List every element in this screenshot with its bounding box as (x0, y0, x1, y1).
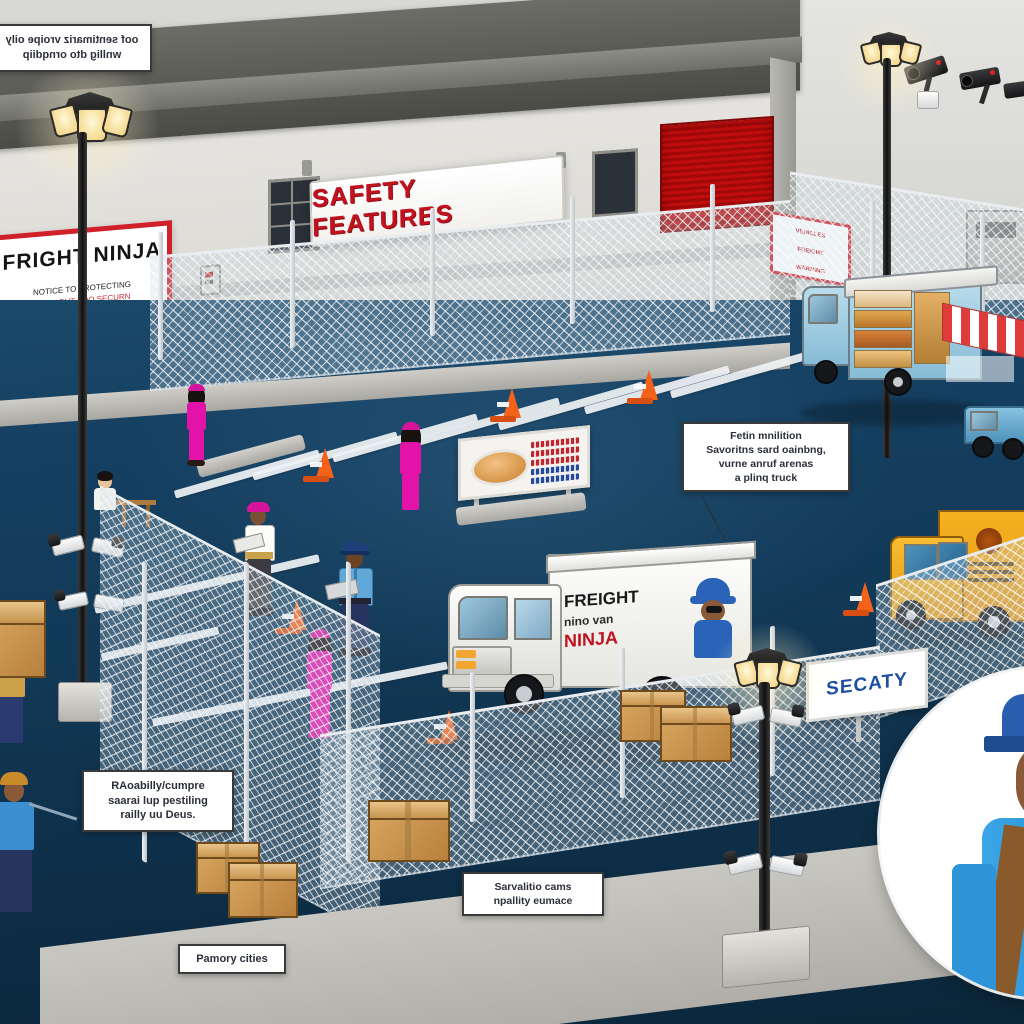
security-sign-post (856, 706, 861, 742)
fence-post (158, 231, 163, 361)
billboard-leg (474, 486, 479, 514)
callout-bottom-middle: Sarvalitio cams npallity eumace (462, 872, 604, 916)
callout-left-lower: RAoabilly/cumpre saarai lup pestiling ra… (82, 770, 234, 832)
callout-bottom-left-line-1: Pamory cities (196, 952, 268, 965)
callout-top-left-line-2: wnllig dto ornqdiip (22, 49, 122, 61)
warehouse-window-2 (592, 148, 638, 218)
food-truck (786, 265, 1024, 412)
billboard-food-photo (471, 446, 529, 489)
security-camera-3 (1003, 78, 1024, 118)
security-camera-2 (958, 62, 1018, 117)
sign-bracket-left (302, 160, 312, 176)
person-worker-bottom-left (0, 770, 78, 940)
callout-right-upper-line-2: Savoritns sard oainbng, (706, 443, 826, 456)
guard-cap-icon (1002, 694, 1024, 746)
officer-cap (342, 542, 368, 553)
callout-left-lower-line-1: RAoabilly/cumpre (111, 779, 205, 792)
blue-pickup-truck (964, 400, 1024, 470)
person-magenta-1 (182, 384, 212, 468)
cardboard-box (228, 862, 298, 918)
cardboard-box (620, 690, 686, 742)
fence-post (244, 560, 249, 864)
callout-left-lower-line-2: saarai lup pestiling (108, 794, 208, 807)
fence-post (570, 195, 575, 325)
callout-top-left: oof sentimariz vroipe oily wnllig dto or… (0, 24, 152, 72)
cardboard-box (0, 600, 46, 678)
lamp-base-foreground (722, 925, 810, 989)
fence-post (470, 671, 475, 823)
callout-bottom-left: Pamory cities (178, 944, 286, 974)
callout-left-lower-line-3: railly uu Deus. (120, 809, 196, 822)
fence-post (710, 183, 715, 313)
lamp-pole-foreground (759, 682, 770, 944)
callout-top-left-line-1: oof sentimariz vroipe oily (5, 34, 139, 47)
lamp-mounted-cameras-foreground (726, 700, 806, 736)
cardboard-box (368, 800, 450, 862)
fence-post (430, 207, 435, 337)
callout-right-upper-line-1: Fetin mnilition (730, 429, 802, 442)
billboard-text-lines (531, 437, 579, 487)
callout-right-upper-line-3: vurne anruf arenas (718, 458, 814, 470)
fence-post (290, 219, 295, 349)
person-magenta-2 (395, 422, 427, 515)
lamp-mounted-cameras-foreground-lower (722, 848, 809, 884)
security-guard-inset (880, 668, 1024, 998)
lamp-pole-back (883, 58, 891, 458)
callout-bottom-middle-line-1: Sarvalitio cams (494, 880, 572, 893)
callout-right-upper: Fetin mnilition Savoritns sard oainbng, … (682, 422, 850, 492)
callout-bottom-middle-line-2: npallity eumace (493, 895, 573, 907)
callout-right-upper-line-4: a plinq truck (734, 472, 798, 485)
lamp-pole-left (78, 132, 87, 692)
lamp-head-left (44, 92, 136, 144)
